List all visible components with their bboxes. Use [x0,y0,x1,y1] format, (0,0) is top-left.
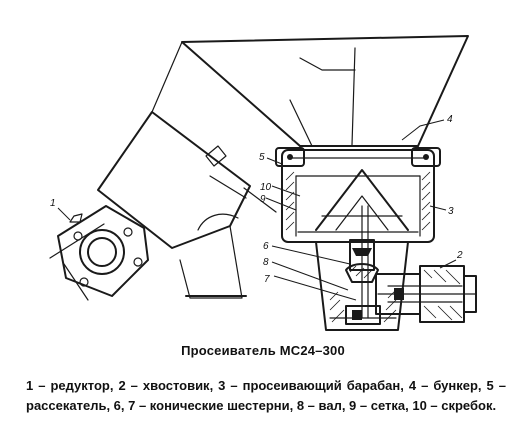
label-5: 5 [259,152,265,163]
figure-title: Просеиватель МС24–300 [181,343,345,358]
label-7: 7 [264,274,270,285]
figure-legend: 1 – редуктор, 2 – хвостовик, 3 – просеив… [26,378,506,413]
hopper [181,35,469,147]
label-4: 4 [447,114,453,125]
tailpiece [375,265,477,323]
label-6: 6 [263,241,269,252]
label-2: 2 [456,250,463,261]
label-1: 1 [50,198,56,209]
leader-lines [57,119,457,301]
drum-housing [275,145,441,243]
label-10: 10 [260,182,272,193]
label-9: 9 [260,194,266,205]
gear-block [315,205,409,331]
label-3: 3 [448,206,454,217]
sifter-diagram: 1 2 3 4 5 6 7 8 9 10 [49,35,477,331]
label-8: 8 [263,257,269,268]
inclined-casing [97,41,277,299]
reducer-flange [49,205,149,301]
